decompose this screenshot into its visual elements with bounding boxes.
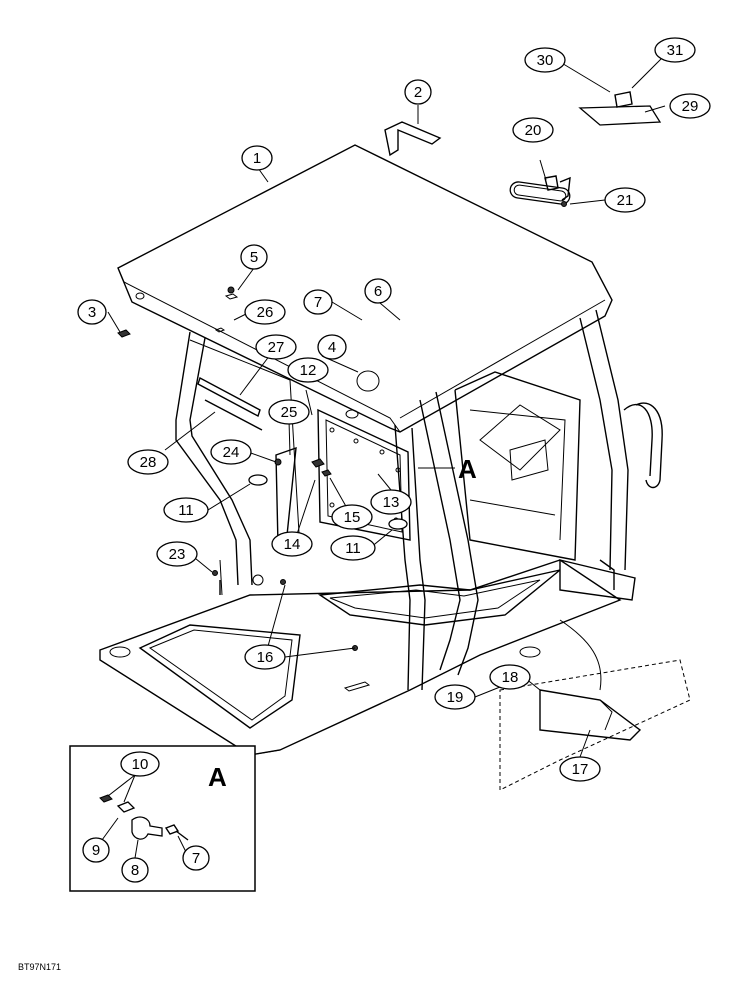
- callout-4: 4: [317, 334, 347, 360]
- drawing-code: BT97N171: [18, 962, 61, 972]
- callout-12: 12: [287, 357, 329, 383]
- callout-14: 14: [271, 531, 313, 557]
- svg-text:31: 31: [667, 42, 684, 59]
- callout-21: 21: [604, 187, 646, 213]
- leader-lines: [107, 57, 666, 758]
- callout-7: 7: [303, 289, 333, 315]
- callout-1: 1: [241, 145, 273, 171]
- svg-text:5: 5: [250, 249, 258, 266]
- callout-19: 19: [434, 684, 476, 710]
- svg-text:4: 4: [328, 339, 336, 356]
- callout-23: 23: [156, 541, 198, 567]
- svg-text:11: 11: [345, 540, 361, 557]
- svg-text:18: 18: [502, 669, 519, 686]
- callout-18: 18: [489, 664, 531, 690]
- callout-28: 28: [127, 449, 169, 475]
- callout-6: 6: [364, 278, 392, 304]
- callout-11-left: 11: [163, 497, 209, 523]
- svg-text:10: 10: [132, 756, 149, 773]
- detail-box-a: A 10 9 8 7: [69, 745, 256, 892]
- svg-text:29: 29: [682, 98, 699, 115]
- callout-20: 20: [512, 117, 554, 143]
- callout-31: 31: [654, 37, 696, 63]
- callout-25: 25: [268, 399, 310, 425]
- callouts: 1 2 3 4 5 6 7 11 11 12 13 14 15 16 17 18…: [77, 37, 711, 782]
- svg-text:2: 2: [414, 84, 422, 101]
- svg-text:3: 3: [88, 304, 96, 321]
- callout-3: 3: [77, 299, 107, 325]
- svg-text:26: 26: [257, 304, 274, 321]
- svg-text:23: 23: [169, 546, 186, 563]
- callout-17: 17: [559, 756, 601, 782]
- callout-8: 8: [121, 857, 149, 883]
- svg-text:9: 9: [92, 842, 100, 859]
- callout-2: 2: [404, 79, 432, 105]
- svg-text:16: 16: [257, 649, 274, 666]
- callout-27: 27: [255, 334, 297, 360]
- svg-text:8: 8: [131, 862, 139, 879]
- cab-frame: [175, 309, 663, 691]
- callout-30: 30: [524, 47, 566, 73]
- callout-16: 16: [244, 644, 286, 670]
- svg-text:6: 6: [374, 283, 382, 300]
- callout-15: 15: [331, 504, 373, 530]
- svg-text:27: 27: [268, 339, 285, 356]
- svg-text:19: 19: [447, 689, 464, 706]
- svg-text:12: 12: [300, 362, 317, 379]
- svg-text:20: 20: [525, 122, 542, 139]
- svg-text:7: 7: [314, 294, 322, 311]
- callout-9: 9: [82, 837, 110, 863]
- svg-text:25: 25: [281, 404, 298, 421]
- callout-7-detail: 7: [182, 845, 210, 871]
- detail-box-letter: A: [208, 762, 227, 792]
- svg-text:17: 17: [572, 761, 589, 778]
- hardware: [117, 201, 567, 688]
- svg-text:28: 28: [140, 454, 157, 471]
- callout-29: 29: [669, 93, 711, 119]
- callout-11-right: 11: [330, 535, 376, 561]
- svg-text:30: 30: [537, 52, 554, 69]
- mirror-assembly: [509, 91, 662, 205]
- svg-text:13: 13: [383, 494, 400, 511]
- detail-reference-letter: A: [458, 454, 477, 484]
- svg-text:14: 14: [284, 536, 301, 553]
- bracket-part: [384, 121, 442, 157]
- callout-10: 10: [120, 751, 160, 777]
- svg-text:21: 21: [617, 192, 634, 209]
- svg-text:11: 11: [178, 502, 194, 519]
- callout-13: 13: [370, 489, 412, 515]
- svg-text:7: 7: [192, 850, 200, 867]
- callout-5: 5: [240, 244, 268, 270]
- cab-floor: [99, 559, 622, 756]
- svg-text:15: 15: [344, 509, 361, 526]
- svg-text:1: 1: [253, 150, 261, 167]
- callout-26: 26: [244, 299, 286, 325]
- svg-text:24: 24: [223, 444, 240, 461]
- callout-24: 24: [210, 439, 252, 465]
